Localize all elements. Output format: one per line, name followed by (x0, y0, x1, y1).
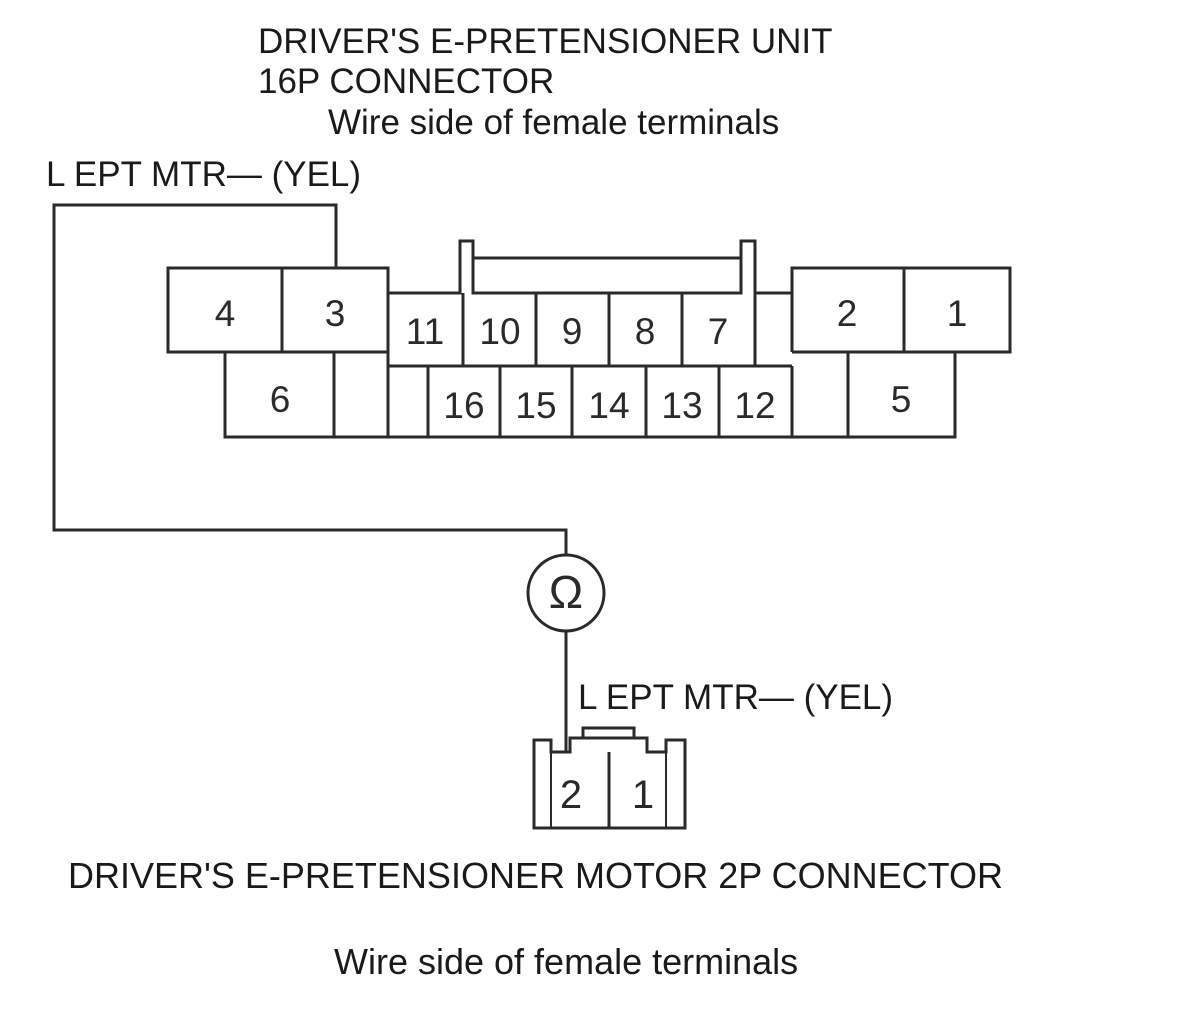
pin-3: 3 (325, 293, 346, 334)
pin-8: 8 (635, 311, 656, 352)
pin-16: 16 (443, 385, 484, 426)
pin-15: 15 (515, 385, 556, 426)
ohmmeter-icon (526, 553, 606, 633)
top-connector-title-line1: DRIVER'S E-PRETENSIONER UNIT (258, 22, 833, 61)
pin-4: 4 (215, 293, 236, 334)
pin-1: 1 (947, 293, 968, 334)
pin-11: 11 (406, 311, 444, 352)
pin-9: 9 (562, 311, 583, 352)
pin-5: 5 (891, 379, 912, 420)
pin-2p-1: 1 (632, 773, 654, 817)
pin-6: 6 (270, 379, 291, 420)
bottom-wire-label: L EPT MTR— (YEL) (578, 678, 894, 717)
pin-13: 13 (661, 385, 702, 426)
pin-2p-2: 2 (560, 773, 582, 817)
pin-7: 7 (708, 311, 729, 352)
pin-12: 12 (734, 385, 775, 426)
pin-14: 14 (588, 385, 629, 426)
pin-10: 10 (479, 311, 520, 352)
top-connector-title-line2: 16P CONNECTOR (258, 62, 555, 101)
top-wire-label: L EPT MTR— (YEL) (46, 155, 362, 194)
bottom-connector-view-label: Wire side of female terminals (334, 941, 799, 982)
pin-2: 2 (837, 293, 858, 334)
ohmmeter-symbol: Ω (549, 566, 583, 618)
test-lead-wire (52, 203, 568, 554)
top-connector-view-label: Wire side of female terminals (328, 103, 780, 142)
bottom-connector-title: DRIVER'S E-PRETENSIONER MOTOR 2P CONNECT… (68, 855, 1004, 896)
